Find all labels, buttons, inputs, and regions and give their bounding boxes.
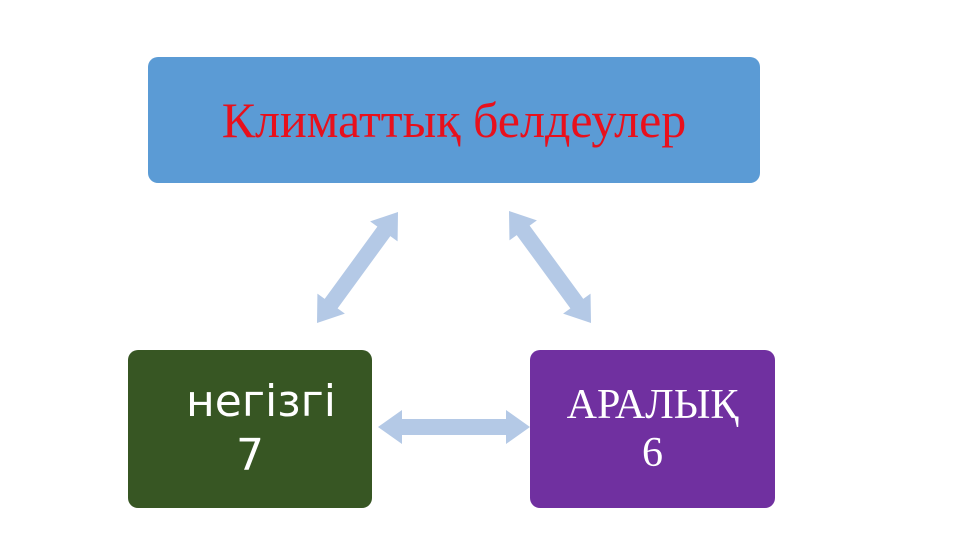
right-box-label: АРАЛЫҚ	[566, 382, 739, 428]
left-box-count: 7	[236, 430, 264, 481]
left-box-label: негізгі	[186, 376, 336, 427]
arrow-top-left	[317, 212, 398, 323]
right-box-transitional: АРАЛЫҚ 6	[530, 350, 775, 508]
right-box-count: 6	[642, 430, 663, 476]
arrow-bottom	[378, 410, 530, 444]
arrow-top-right	[509, 211, 591, 323]
top-box-climate-belts: Климаттық белдеулер	[148, 57, 760, 183]
top-box-label: Климаттық белдеулер	[221, 92, 687, 148]
left-box-main: негізгі 7	[128, 350, 372, 508]
